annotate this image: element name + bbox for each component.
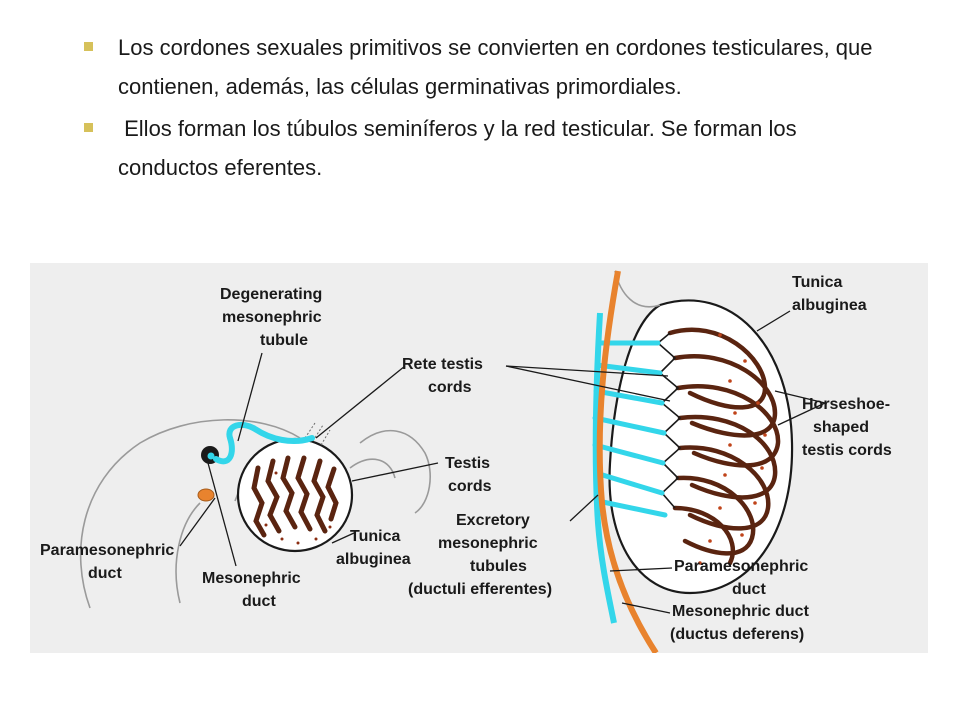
label-parameso-left-1: Paramesonephric: [40, 542, 174, 559]
left-testis-cords: [251, 455, 339, 538]
left-paramesonephric-duct: [197, 488, 215, 502]
label-degenerating-2: mesonephric: [222, 309, 322, 326]
label-horseshoe-3: testis cords: [802, 442, 892, 459]
bullet-square-icon: [84, 42, 93, 51]
label-degenerating-3: tubule: [260, 332, 308, 349]
testis-development-diagram: Degenerating mesonephric tubule Rete tes…: [30, 263, 928, 653]
bullet-list: Los cordones sexuales primitivos se conv…: [82, 28, 902, 190]
bullet-text: Los cordones sexuales primitivos se conv…: [118, 35, 873, 99]
bullet-square-icon: [84, 123, 93, 132]
right-paramesonephric-duct: [596, 270, 659, 653]
bullet-item: Ellos forman los túbulos seminíferos y l…: [82, 109, 902, 187]
label-meso-left-1: Mesonephric: [202, 570, 301, 587]
right-mesorchium-line: [614, 270, 661, 308]
left-testis-dots: [264, 471, 332, 545]
label-testis-cords-1: Testis: [445, 455, 490, 472]
label-tunica-right-1: Tunica: [792, 274, 842, 291]
left-degenerating-tubule: [213, 421, 315, 465]
label-rete-2: cords: [428, 379, 472, 396]
left-rete-dots: [304, 422, 331, 446]
label-meso-left-2: duct: [242, 593, 276, 610]
label-parameso-right-2: duct: [732, 581, 766, 598]
right-rete-testis: [657, 332, 682, 509]
label-excretory-3: tubules: [470, 558, 527, 575]
label-horseshoe-1: Horseshoe-: [802, 396, 890, 413]
right-horseshoe-cords: [667, 327, 781, 566]
label-parameso-left-2: duct: [88, 565, 122, 582]
label-parameso-right-1: Paramesonephric: [674, 558, 808, 575]
label-excretory-1: Excretory: [456, 512, 530, 529]
right-cord-dots: [698, 333, 767, 565]
label-tunica-left-1: Tunica: [350, 528, 400, 545]
label-excretory-4: (ductuli efferentes): [408, 581, 552, 598]
label-horseshoe-2: shaped: [813, 419, 869, 436]
label-testis-cords-2: cords: [448, 478, 492, 495]
label-tunica-left-2: albuginea: [336, 551, 411, 568]
label-degenerating-1: Degenerating: [220, 286, 322, 303]
label-tunica-right-2: albuginea: [792, 297, 867, 314]
label-meso-right-2: (ductus deferens): [670, 626, 804, 643]
left-drawing: [79, 419, 431, 609]
bullet-text: Ellos forman los túbulos seminíferos y l…: [118, 116, 803, 180]
label-excretory-2: mesonephric: [438, 535, 538, 552]
bullet-item: Los cordones sexuales primitivos se conv…: [82, 28, 902, 106]
leader-lines: [179, 310, 826, 614]
right-mesonephric-duct: [592, 312, 617, 624]
diagram-svg: Degenerating mesonephric tubule Rete tes…: [40, 270, 892, 653]
label-meso-right-1: Mesonephric duct: [672, 603, 810, 620]
label-rete-1: Rete testis: [402, 356, 483, 373]
